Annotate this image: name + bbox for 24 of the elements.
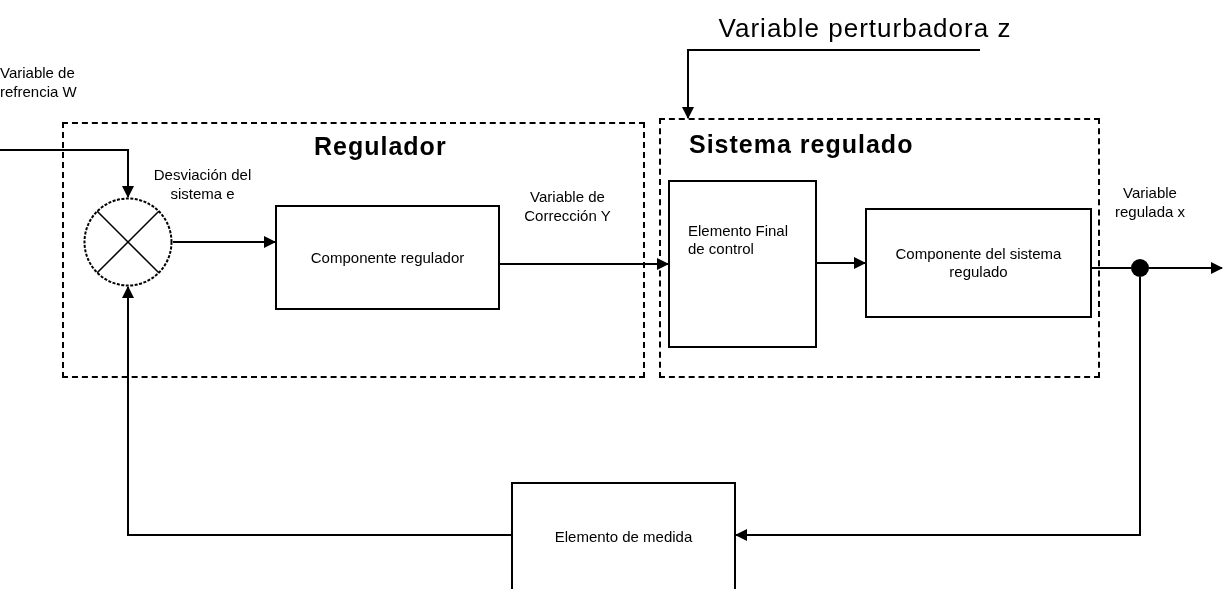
arrow <box>1148 262 1223 274</box>
dashed-group-frame <box>62 122 645 378</box>
block-box <box>511 482 736 589</box>
block-label: Componente regulador <box>310 248 465 267</box>
block-label: Componente del sistema regulado <box>894 245 1063 281</box>
dashed-group-frame <box>659 118 1100 378</box>
block-box <box>865 208 1092 318</box>
arrow <box>735 276 1141 541</box>
block-box <box>668 180 817 348</box>
arrow <box>499 258 669 270</box>
summing-junction <box>83 197 173 287</box>
connector-line <box>1091 267 1132 269</box>
signal-label: Variable perturbadora z <box>718 12 1012 44</box>
block-label: Elemento Final de control <box>688 222 790 258</box>
block-label: Elemento de medida <box>554 528 693 546</box>
junction-dot <box>1131 259 1149 277</box>
group-title: Regulador <box>314 132 447 161</box>
group-title: Sistema regulado <box>689 130 914 159</box>
block-box <box>275 205 500 310</box>
arrow <box>122 286 512 536</box>
arrow <box>682 49 981 119</box>
arrow <box>0 149 134 198</box>
arrow <box>816 257 866 269</box>
arrow <box>172 236 276 248</box>
